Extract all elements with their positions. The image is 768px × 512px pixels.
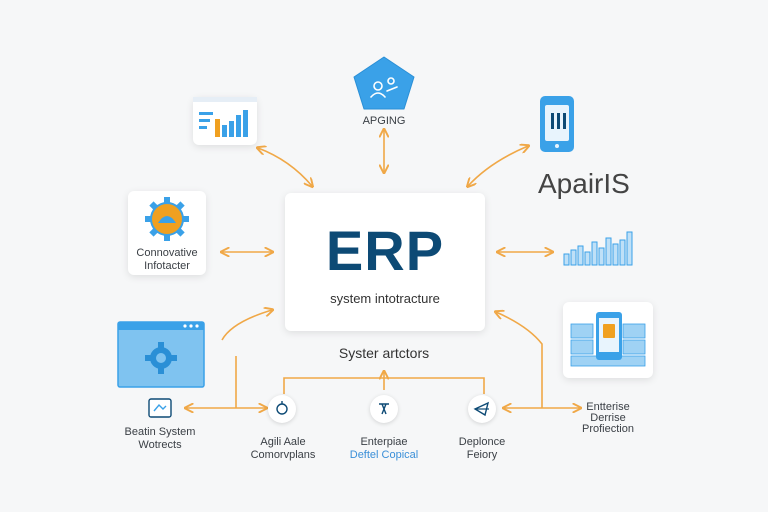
right-tablet-card[interactable]	[563, 302, 653, 378]
left-gear-card[interactable]: Connovative Infotacter	[128, 191, 206, 275]
bottom-node-4-label-line2: Feiory	[466, 449, 498, 461]
top-node-label: APGING	[362, 115, 406, 127]
bottom-node-3-label-line1: Enterpiae	[360, 436, 408, 448]
bottom-node-1-label-line1: Beatin System	[124, 426, 196, 438]
bottom-node-3-label-line2: Deftel Copical	[349, 449, 419, 461]
gear-icon	[145, 197, 189, 241]
bottom-node-4-icon[interactable]	[468, 395, 496, 423]
arrow-top-left	[258, 148, 312, 186]
erp-center-card[interactable]: ERP system intotracture	[285, 193, 485, 331]
arrow-top-right	[468, 146, 528, 186]
tablet-grid-icon	[570, 312, 646, 367]
top-node-pentagon-icon[interactable]	[351, 55, 417, 111]
erp-title: ERP	[325, 219, 445, 282]
bottom-node-5-label-line2: Derrise	[590, 412, 626, 424]
bottom-node-4-label-line1: Deplonce	[458, 436, 506, 448]
middle-bottom-heading: Syster artctors	[338, 345, 430, 361]
arrow-bottom-right	[496, 312, 543, 408]
bottom-node-2-icon[interactable]	[268, 395, 296, 423]
top-right-label: ApairIS	[538, 168, 630, 199]
bottom-node-1-icon[interactable]	[147, 397, 173, 419]
left-gear-label-line2: Infotacter	[144, 260, 190, 272]
bottom-node-5-label-line3: Profiection	[582, 423, 634, 435]
erp-subtitle: system intotracture	[330, 291, 440, 306]
bottom-node-3-icon[interactable]	[370, 395, 398, 423]
bottom-node-2-label-line1: Agili Aale	[260, 436, 306, 448]
bottom-node-1-label-line2: Wotrects	[138, 439, 182, 451]
right-bar-chart-icon[interactable]	[562, 230, 640, 266]
arrow-bottom-left	[221, 310, 272, 341]
bar-chart-icon	[193, 97, 257, 137]
phone-icon[interactable]	[539, 95, 575, 153]
top-left-chart-card[interactable]	[193, 97, 257, 145]
left-gear-label-line1: Connovative	[136, 247, 198, 259]
bottom-node-5-label-line1: Entterise	[586, 401, 630, 413]
browser-window-icon[interactable]	[117, 321, 205, 388]
bottom-node-2-label-line2: Comorvplans	[250, 449, 316, 461]
